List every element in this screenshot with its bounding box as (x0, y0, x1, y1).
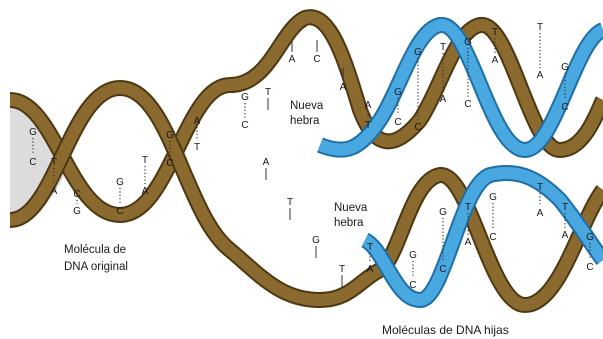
new-strand-top-line2: hebra (290, 115, 320, 127)
lower-daughter-pair-2-bottom: C (409, 280, 416, 291)
upper-daughter-pair-5-bottom: C (464, 99, 471, 110)
original-pair-1-bottom: C (29, 157, 36, 168)
original-pair-4-bottom: C (116, 206, 123, 217)
upper-parent-base-3: C (313, 54, 320, 65)
original-pair-5-top: T (142, 155, 148, 166)
original-pair-8-bottom: C (241, 120, 248, 131)
upper-daughter-pair-2-top: G (394, 87, 402, 98)
original-molecule-label: Molécula de DNA original (64, 244, 129, 273)
daughter-molecules-caption: Moléculas de DNA hijas (382, 323, 509, 337)
lower-daughter-pair-3-top: G (439, 207, 447, 218)
lower-daughter-pair-7-bottom: A (562, 230, 569, 241)
original-pair-1-top: G (29, 127, 37, 138)
upper-daughter-pair-6-bottom: A (492, 55, 499, 66)
original-pair-6-top: G (166, 130, 174, 141)
upper-parent-base-2: A (289, 54, 296, 65)
original-pair-2-bottom: A (51, 186, 58, 197)
lower-daughter-pair-6-top: T (537, 182, 543, 193)
lower-daughter-pair-3-bottom: C (439, 264, 446, 275)
lower-parent-base-2: T (287, 197, 293, 208)
upper-daughter-pair-3-bottom: C (414, 122, 421, 133)
upper-daughter-pair-1-top: A (365, 100, 372, 111)
upper-daughter-pair-7-bottom: A (537, 70, 544, 81)
upper-daughter-pair-8-bottom: C (561, 102, 568, 113)
upper-daughter-pair-1-bottom: T (365, 120, 371, 131)
new-strand-bottom-label: Nueva hebra (334, 202, 370, 229)
upper-parent-base-4: A (340, 82, 347, 93)
lower-daughter-pair-5-bottom: C (489, 232, 496, 243)
new-strand-bottom-line2: hebra (334, 217, 364, 229)
new-strand-top-line1: Nueva (290, 100, 324, 112)
upper-daughter-pair-2-bottom: C (394, 117, 401, 128)
upper-daughter-pair-7-top: T (537, 22, 543, 33)
lower-daughter-pair-6-bottom: A (537, 208, 544, 219)
original-molecule-line1: Molécula de (64, 244, 126, 256)
original-molecule-line2: DNA original (64, 261, 128, 273)
lower-daughter-pair-4-bottom: A (465, 237, 472, 248)
original-pair-6-bottom: C (166, 158, 173, 169)
upper-daughter-pair-4-bottom: A (440, 94, 447, 105)
original-pair-7-bottom: T (194, 142, 200, 153)
upper-daughter-pair-3-top: G (414, 47, 422, 58)
original-pair-5-bottom: A (142, 186, 149, 197)
lower-daughter-pair-2-top: G (409, 250, 417, 261)
lower-daughter-pair-4-top: T (465, 202, 471, 213)
upper-daughter-pair-5-top: G (464, 37, 472, 48)
original-pair-2-top: T (51, 157, 57, 168)
upper-daughter-pair-8-top: G (561, 62, 569, 73)
lower-daughter-pair-1-bottom: A (367, 264, 374, 275)
original-pair-8-top: G (241, 92, 249, 103)
lower-daughter-pair-1-top: T (367, 242, 373, 253)
new-strand-bottom-line1: Nueva (334, 202, 368, 214)
lower-parent-base-1: A (263, 157, 270, 168)
lower-daughter-pair-8-top: G (586, 232, 594, 243)
lower-daughter-pair-7-top: T (562, 202, 568, 213)
upper-parent-base-1: T (265, 87, 271, 98)
original-pair-4-top: G (116, 177, 124, 188)
upper-daughter-pair-6-top: T (492, 27, 498, 38)
upper-daughter-pair-4-top: T (440, 42, 446, 53)
original-pair-3-top: C (73, 189, 80, 200)
lower-daughter-pair-5-top: G (489, 192, 497, 203)
lower-daughter-pair-8-bottom: C (586, 262, 593, 273)
original-pair-7-top: A (194, 116, 201, 127)
new-strand-top-label: Nueva hebra (290, 100, 326, 127)
lower-parent-base-3: G (312, 235, 320, 246)
lower-parent-base-4: T (339, 264, 345, 275)
original-pair-3-bottom: G (73, 206, 81, 217)
